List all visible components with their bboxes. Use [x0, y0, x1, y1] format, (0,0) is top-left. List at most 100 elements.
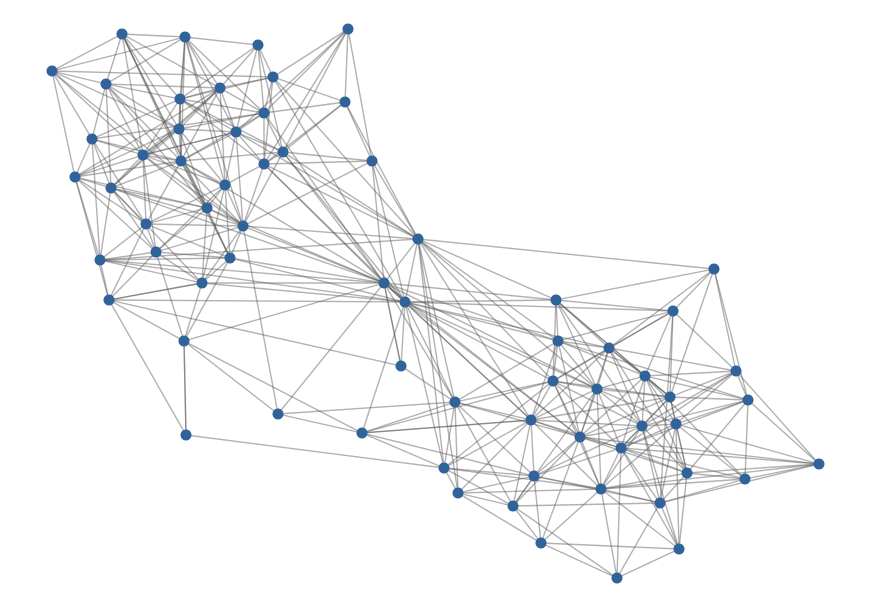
graph-node-16 [175, 155, 187, 167]
graph-edge-46-60 [454, 401, 459, 494]
graph-edge-2-10 [184, 36, 265, 114]
graph-edge-53-61 [579, 436, 602, 490]
graph-edge-9-17 [263, 101, 346, 165]
graph-node-55 [813, 458, 825, 470]
graph-edge-18-24 [242, 160, 373, 227]
graph-node-2 [179, 31, 191, 43]
graph-edge-45-59 [744, 399, 749, 480]
graph-edge-6-13 [91, 83, 107, 140]
graph-edge-29-45 [713, 268, 749, 401]
graph-edge-8-12 [179, 98, 237, 133]
graph-edge-57-65 [678, 472, 688, 550]
graph-edge-63-65 [659, 502, 680, 550]
graph-edge-48-49 [530, 419, 643, 427]
graph-edge-49-61 [600, 425, 643, 490]
graph-edge-6-20 [105, 83, 112, 189]
graph-edge-17-24 [242, 163, 265, 227]
graph-edge-12-25 [235, 131, 419, 240]
graph-edge-34-49 [555, 299, 643, 427]
graph-edge-38-41 [552, 347, 610, 382]
graph-edge-6-11 [105, 83, 180, 130]
graph-edge-3-7 [219, 44, 259, 89]
graph-edge-0-24 [51, 70, 244, 227]
graph-edge-35-38 [608, 310, 674, 349]
graph-edge-37-42 [557, 340, 646, 377]
graph-edge-14-18 [282, 151, 373, 162]
graph-edge-10-12 [235, 112, 265, 133]
graph-edge-38-43 [596, 347, 610, 390]
graph-edge-26-30 [155, 251, 203, 284]
graph-edge-41-56 [443, 380, 554, 469]
graph-edge-4-9 [344, 28, 349, 103]
graph-node-61 [595, 483, 607, 495]
graph-edge-26-36 [155, 251, 185, 342]
graph-edge-44-48 [530, 396, 671, 421]
graph-edge-30-32 [108, 282, 203, 301]
graph-edge-29-35 [672, 268, 715, 312]
graph-edge-45-54 [620, 399, 749, 449]
graph-edge-27-28 [99, 257, 231, 261]
graph-edge-35-63 [659, 310, 674, 504]
graph-edge-54-65 [620, 447, 680, 550]
graph-edge-52-48 [361, 419, 532, 434]
graph-edge-59-61 [600, 478, 746, 490]
graph-edge-6-7 [105, 83, 221, 89]
graph-edge-44-49 [641, 396, 671, 427]
graph-node-40 [730, 365, 742, 377]
graph-edge-3-14 [257, 44, 284, 153]
graph-edge-47-52 [277, 413, 363, 434]
graph-edge-44-57 [669, 396, 688, 474]
graph-edge-34-43 [555, 299, 598, 390]
graph-node-22 [201, 202, 213, 214]
graph-edge-15-12 [142, 131, 237, 156]
graph-edge-36-47 [183, 340, 279, 415]
graph-edge-45-57 [686, 399, 749, 474]
graph-edge-24-47 [242, 225, 279, 415]
graph-node-56 [438, 462, 450, 474]
graph-edge-19-27 [74, 176, 101, 261]
graph-edge-63-66 [616, 502, 661, 579]
graph-node-10 [258, 107, 270, 119]
graph-edge-49-53 [579, 425, 643, 438]
graph-edge-9-18 [344, 101, 373, 162]
graph-edge-41-44 [552, 380, 671, 398]
graph-edge-7-12 [219, 87, 237, 133]
graph-edge-1-8 [121, 33, 181, 100]
graph-edge-43-50 [596, 388, 677, 425]
graph-edge-13-16 [91, 138, 182, 162]
graph-edge-11-22 [178, 128, 208, 209]
graph-edge-32-51 [108, 299, 187, 436]
graph-edge-25-34 [417, 238, 557, 301]
graph-edge-6-8 [105, 83, 181, 100]
graph-edge-20-27 [99, 187, 112, 261]
graph-edge-20-23 [110, 187, 147, 225]
graph-edge-45-49 [641, 399, 749, 427]
graph-edge-9-14 [282, 101, 346, 153]
graph-node-15 [137, 149, 149, 161]
graph-node-17 [258, 158, 270, 170]
graph-edge-48-58 [530, 419, 535, 477]
graph-edge-58-64 [533, 475, 542, 544]
graph-edge-15-26 [142, 154, 157, 253]
graph-edge-8-15 [142, 98, 181, 156]
graph-edge-14-24 [242, 151, 284, 227]
graph-edge-0-5 [51, 70, 274, 78]
graph-node-14 [277, 146, 289, 158]
graph-edge-40-54 [620, 370, 737, 449]
graph-edge-58-62 [512, 475, 535, 507]
graph-edge-48-61 [530, 419, 602, 490]
graph-edge-1-2 [121, 33, 186, 38]
graph-edge-44-45 [669, 396, 749, 401]
graph-edge-33-38 [404, 301, 610, 349]
graph-node-27 [94, 254, 106, 266]
graph-edge-43-62 [512, 388, 598, 507]
graph-edge-1-16 [121, 33, 182, 162]
graph-edge-49-58 [533, 425, 643, 477]
graph-edge-10-14 [263, 112, 284, 153]
graph-edge-51-36 [183, 340, 187, 436]
graph-node-3 [252, 39, 264, 51]
graph-edge-55-57 [686, 463, 820, 474]
graph-edge-30-36 [183, 282, 203, 342]
graph-edge-55-61 [600, 463, 820, 490]
graph-node-8 [174, 93, 186, 105]
